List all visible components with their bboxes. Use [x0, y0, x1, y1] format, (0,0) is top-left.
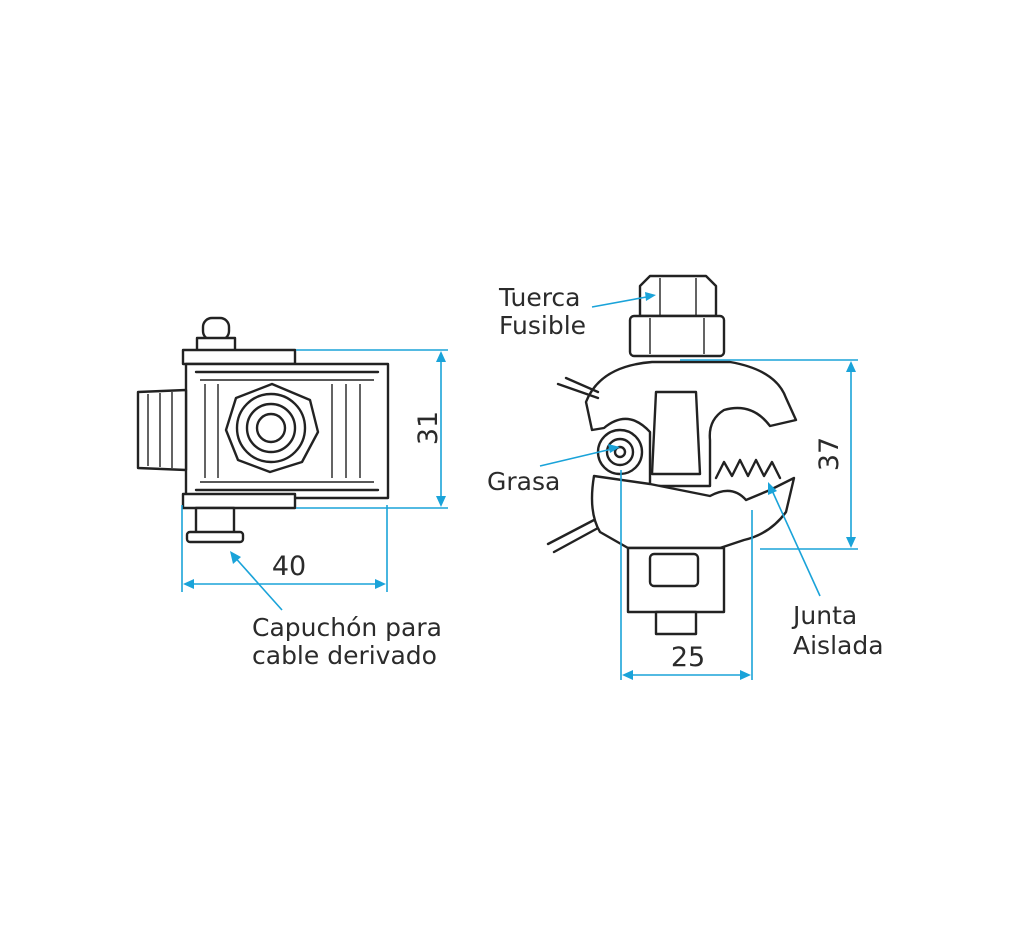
- cap-label-line2: cable derivado: [252, 641, 437, 670]
- lower-jaw: [590, 474, 796, 550]
- insulated-teeth: [714, 458, 782, 480]
- left-height-value: 31: [413, 411, 444, 445]
- right-height-value: 37: [814, 437, 845, 471]
- upper-flange: [181, 348, 297, 366]
- right-width-value: 25: [671, 642, 705, 673]
- left-view-connector: [136, 316, 390, 544]
- fuse-nut-label-line1: Tuerca: [498, 283, 581, 312]
- right-view-connector: [546, 274, 798, 636]
- joint-label-line2: Aislada: [793, 631, 884, 660]
- bottom-bolt: [654, 610, 698, 636]
- bottom-stud-cap: [185, 530, 245, 544]
- lower-flange: [181, 492, 297, 510]
- joint-label-line1: Junta: [791, 601, 857, 630]
- fuse-nut-label-line2: Fusible: [499, 311, 586, 340]
- top-stud: [201, 316, 231, 342]
- left-width-value: 40: [272, 551, 306, 582]
- joint-label-group: Junta Aislada: [768, 482, 884, 660]
- right-dimension-width: 25: [620, 470, 753, 680]
- bottom-stud: [194, 506, 236, 536]
- grease-label-group: Grasa: [487, 444, 620, 496]
- right-dimension-height: 37: [680, 359, 858, 550]
- cable-cap: [136, 388, 188, 472]
- grease-port: [596, 428, 644, 476]
- fuse-nut-lower: [628, 314, 726, 358]
- cap-label-group: Capuchón para cable derivado: [230, 551, 442, 670]
- left-dimension-height: 31: [296, 349, 448, 509]
- grease-label: Grasa: [487, 467, 560, 496]
- left-dimension-width: 40: [181, 505, 388, 592]
- fuse-nut-label-group: Tuerca Fusible: [498, 283, 656, 340]
- cap-label-line1: Capuchón para: [252, 613, 442, 642]
- center-column: [650, 390, 702, 476]
